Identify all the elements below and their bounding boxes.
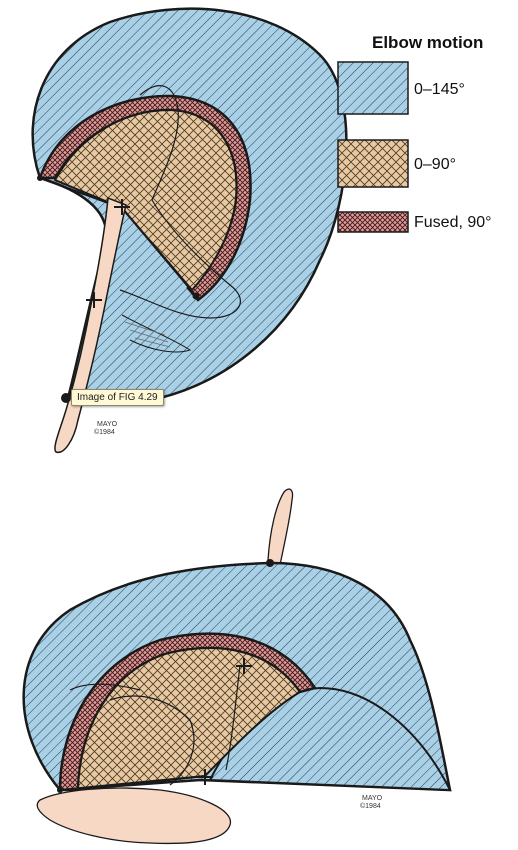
legend-label-0-90: 0–90°	[414, 156, 456, 173]
legend: Elbow motion 0–145° 0–90° Fused, 90°	[338, 33, 492, 232]
image-tooltip: Image of FIG 4.29	[71, 389, 164, 406]
legend-swatch-0-90	[338, 140, 408, 187]
bottom-diagram: MAYO ©1984	[24, 489, 450, 843]
legend-swatch-fused	[338, 212, 408, 232]
top-credit-line1: MAYO	[97, 421, 118, 428]
legend-label-fused: Fused, 90°	[414, 214, 492, 231]
bottom-credit-line1: MAYO	[362, 795, 383, 802]
top-diagram: MAYO ©1984	[33, 9, 347, 453]
bottom-body-sketch	[37, 788, 230, 843]
legend-label-0-145: 0–145°	[414, 81, 465, 98]
legend-swatch-0-145	[338, 62, 408, 114]
bottom-raised-arm-sketch	[268, 489, 293, 565]
bottom-credit-line2: ©1984	[360, 802, 381, 810]
top-credit-line2: ©1984	[94, 428, 115, 436]
legend-title: Elbow motion	[372, 33, 483, 52]
